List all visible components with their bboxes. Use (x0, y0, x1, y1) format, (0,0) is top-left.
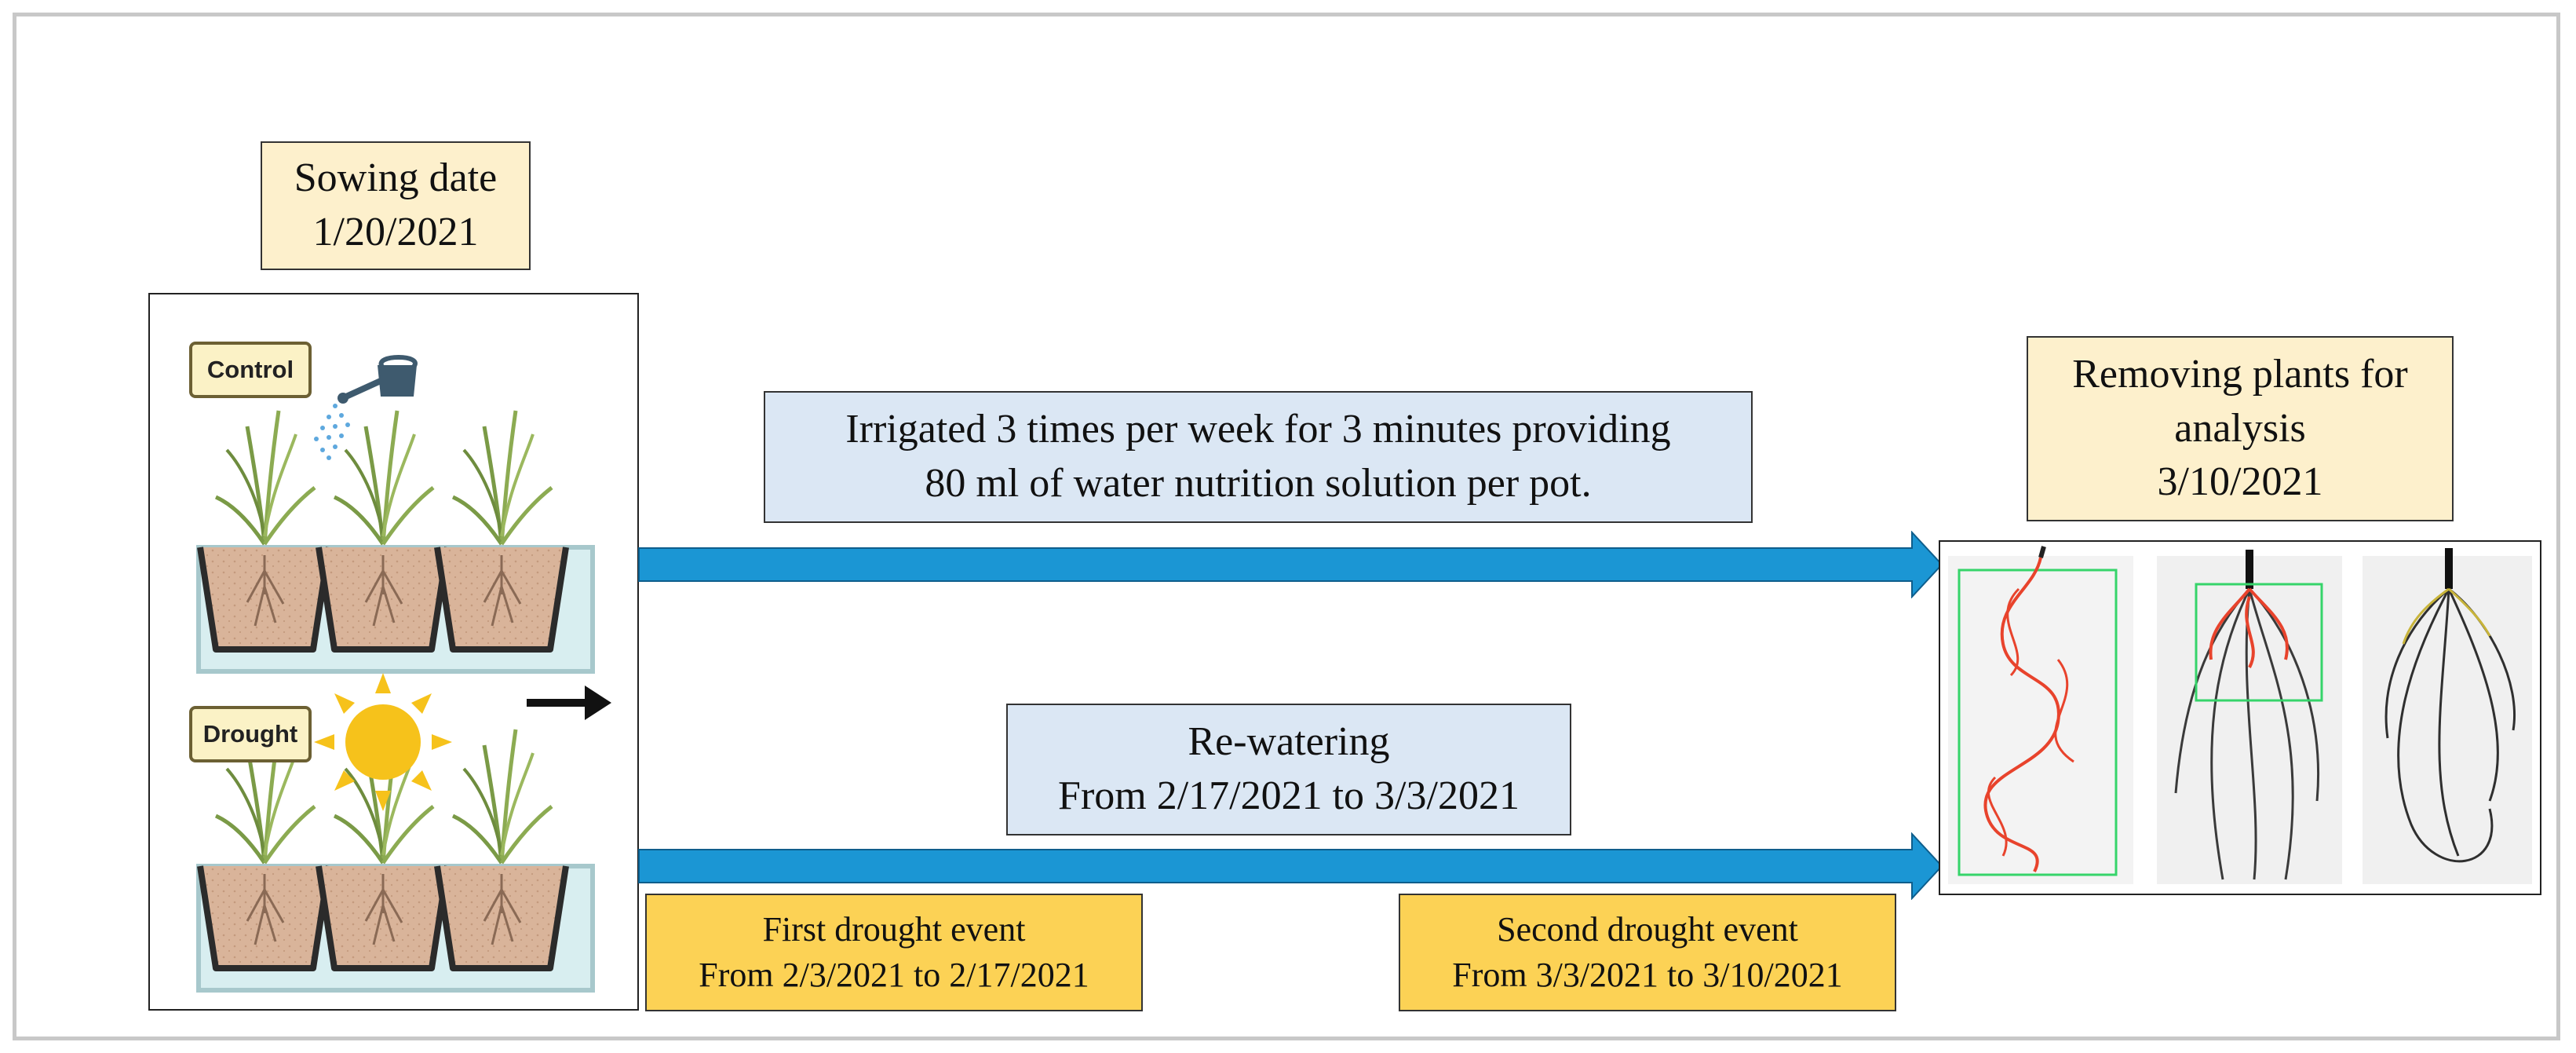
drought-tray (196, 729, 595, 993)
rewatering-title: Re-watering (1188, 719, 1390, 765)
control-timeline-arrow-long (638, 531, 1943, 598)
removal-line2: analysis (2174, 405, 2306, 451)
removal-line1: Removing plants for (2072, 352, 2408, 397)
wheat-plant-icon (453, 411, 552, 544)
first-drought-title: First drought event (762, 909, 1026, 949)
wheat-plant-icon (334, 411, 433, 544)
setup-panel: Control Drought (148, 293, 639, 1011)
control-tray (196, 411, 595, 674)
irrigation-line2: 80 ml of water nutrition solution per po… (925, 461, 1592, 506)
first-drought-box: First drought event From 2/3/2021 to 2/1… (645, 894, 1143, 1011)
setup-illustration (196, 355, 611, 993)
rewatering-dates: From 2/17/2021 to 3/3/2021 (1058, 773, 1520, 818)
irrigation-line1: Irrigated 3 times per week for 3 minutes… (845, 407, 1671, 452)
sun-icon (314, 673, 452, 811)
root-scan-image (2363, 548, 2532, 884)
wheat-plant-icon (216, 411, 315, 544)
second-drought-dates: From 3/3/2021 to 3/10/2021 (1452, 956, 1843, 994)
sowing-date-value: 1/20/2021 (312, 210, 479, 254)
watering-can-icon (314, 355, 418, 460)
root-scan-images (1948, 546, 2532, 884)
root-scan-panel (1939, 540, 2541, 895)
root-scan-image (1948, 546, 2133, 884)
removal-box: Removing plants for analysis 3/10/2021 (2027, 336, 2454, 521)
control-label: Control (189, 342, 312, 398)
irrigation-box: Irrigated 3 times per week for 3 minutes… (764, 391, 1753, 523)
second-drought-box: Second drought event From 3/3/2021 to 3/… (1399, 894, 1896, 1011)
drought-timeline-arrow (638, 832, 1943, 900)
rewatering-box: Re-watering From 2/17/2021 to 3/3/2021 (1006, 704, 1571, 835)
sowing-date-box: Sowing date 1/20/2021 (261, 141, 531, 270)
sowing-date-label: Sowing date (294, 155, 498, 201)
drought-label: Drought (189, 706, 312, 762)
second-drought-title: Second drought event (1497, 909, 1798, 949)
root-scan-image (2157, 550, 2342, 884)
first-drought-dates: From 2/3/2021 to 2/17/2021 (699, 956, 1089, 994)
wheat-plant-icon (453, 729, 552, 863)
removal-date: 3/10/2021 (2157, 459, 2323, 505)
right-arrow-icon (527, 686, 611, 720)
